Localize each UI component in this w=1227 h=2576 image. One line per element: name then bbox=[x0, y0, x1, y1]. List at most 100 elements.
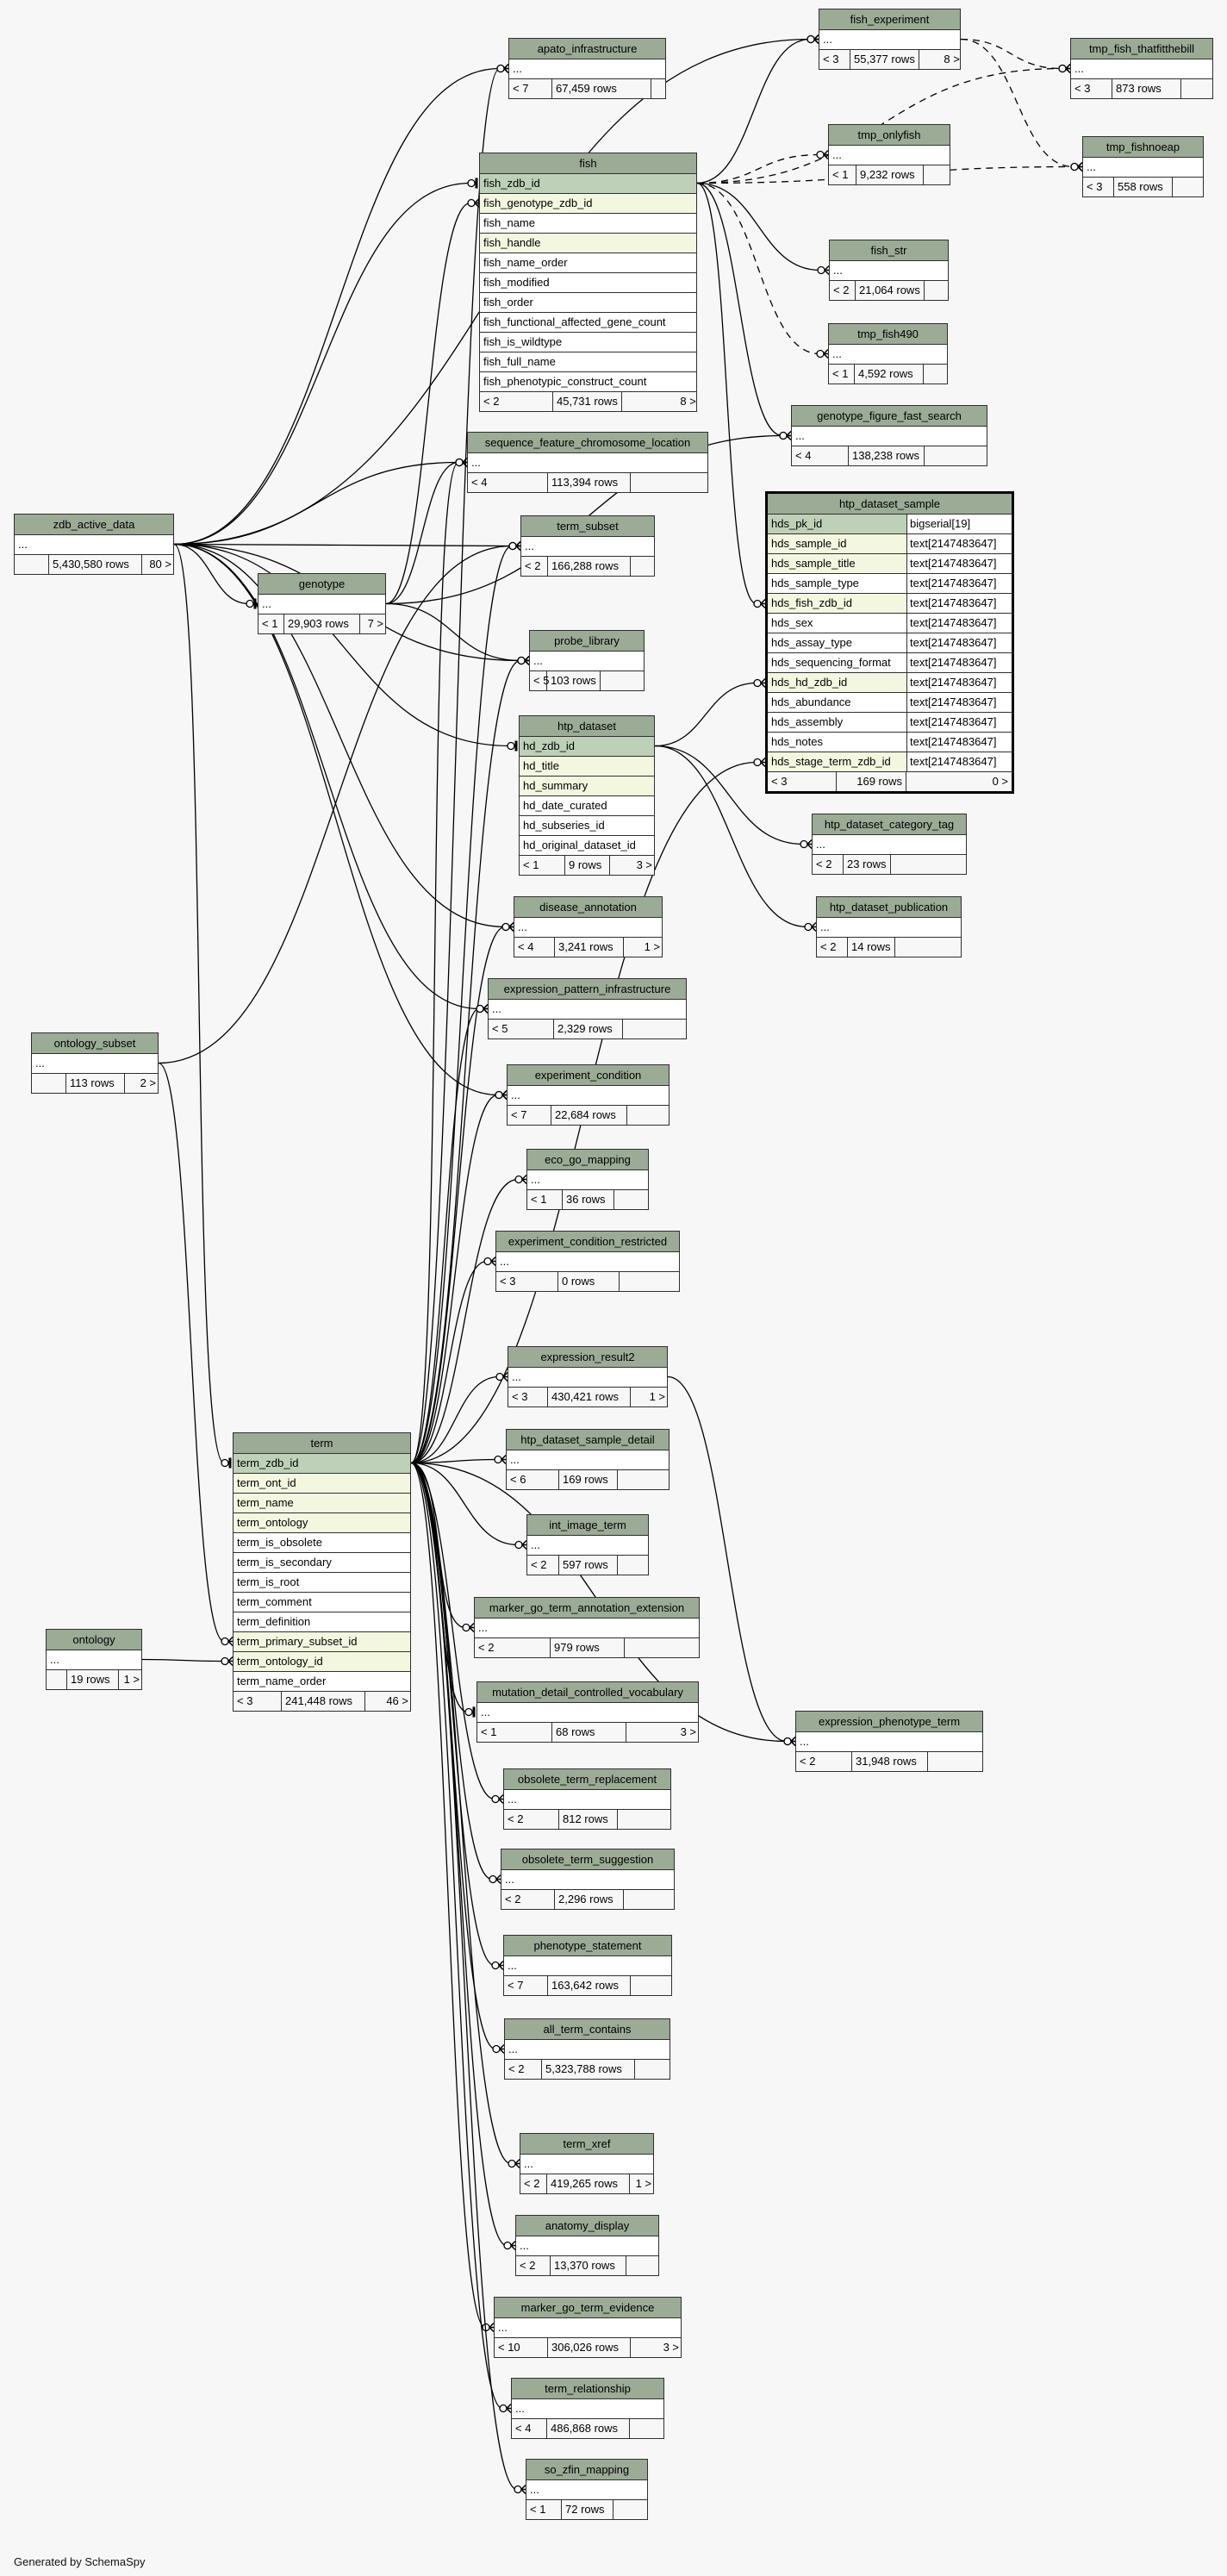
collapsed-columns[interactable]: ... bbox=[520, 2155, 653, 2174]
child-count[interactable] bbox=[925, 281, 950, 300]
child-count[interactable] bbox=[626, 2256, 660, 2275]
collapsed-columns[interactable]: ... bbox=[819, 30, 960, 50]
table-name[interactable]: htp_dataset_category_tag bbox=[813, 814, 966, 835]
column-row[interactable]: hd_subseries_id bbox=[520, 816, 654, 836]
table-name[interactable]: apato_infrastructure bbox=[509, 39, 665, 59]
column-row[interactable]: fish_full_name bbox=[480, 352, 696, 372]
parent-count[interactable]: < 6 bbox=[507, 1470, 559, 1489]
parent-count[interactable]: < 2 bbox=[527, 1556, 559, 1575]
collapsed-columns[interactable]: ... bbox=[512, 2399, 663, 2419]
table-name[interactable]: experiment_condition_restricted bbox=[496, 1232, 679, 1252]
column-row[interactable]: fish_zdb_id bbox=[480, 174, 696, 194]
child-count[interactable] bbox=[891, 855, 984, 874]
parent-count[interactable]: < 1 bbox=[477, 1723, 552, 1742]
table-name[interactable]: tmp_fish490 bbox=[829, 324, 947, 345]
collapsed-columns[interactable]: ... bbox=[526, 2480, 647, 2500]
collapsed-columns[interactable]: ... bbox=[817, 918, 961, 938]
table-name[interactable]: int_image_term bbox=[527, 1515, 648, 1536]
table-name[interactable]: ontology bbox=[47, 1630, 141, 1650]
table-name[interactable]: genotype_figure_fast_search bbox=[792, 406, 987, 427]
parent-count[interactable] bbox=[47, 1670, 67, 1689]
table-name[interactable]: probe_library bbox=[530, 631, 644, 652]
child-count[interactable] bbox=[651, 79, 676, 98]
column-row[interactable]: term_name bbox=[234, 1494, 410, 1513]
child-count[interactable] bbox=[895, 938, 979, 957]
table-name[interactable]: htp_dataset_sample_detail bbox=[507, 1430, 669, 1450]
column-row[interactable]: fish_name bbox=[480, 214, 696, 234]
child-count[interactable]: 3 > bbox=[680, 1725, 696, 1738]
child-count[interactable]: 1 > bbox=[644, 940, 660, 953]
parent-count[interactable]: < 3 bbox=[234, 1692, 282, 1711]
parent-count[interactable]: < 1 bbox=[829, 165, 856, 184]
table-sequence-feature-chromosome-location[interactable]: sequence_feature_chromosome_location...<… bbox=[467, 432, 708, 493]
column-row[interactable]: fish_genotype_zdb_id bbox=[480, 194, 696, 214]
parent-count[interactable]: < 1 bbox=[526, 2500, 562, 2519]
collapsed-columns[interactable]: ... bbox=[829, 345, 947, 365]
child-count[interactable] bbox=[928, 1752, 984, 1771]
table-name[interactable]: term_relationship bbox=[512, 2379, 663, 2399]
child-count[interactable] bbox=[601, 671, 664, 690]
collapsed-columns[interactable]: ... bbox=[501, 1870, 674, 1890]
collapsed-columns[interactable]: ... bbox=[521, 537, 654, 557]
table-name[interactable]: sequence_feature_chromosome_location bbox=[468, 433, 707, 453]
parent-count[interactable]: < 1 bbox=[520, 856, 565, 875]
table-name[interactable]: marker_go_term_evidence bbox=[495, 2298, 681, 2318]
collapsed-columns[interactable]: ... bbox=[15, 535, 173, 555]
parent-count[interactable]: < 2 bbox=[504, 1810, 559, 1829]
parent-count[interactable]: < 4 bbox=[514, 938, 555, 957]
child-count[interactable] bbox=[614, 1190, 650, 1209]
parent-count[interactable]: < 2 bbox=[480, 392, 553, 411]
column-row[interactable]: hd_title bbox=[520, 757, 654, 777]
column-row[interactable]: term_comment bbox=[234, 1593, 410, 1612]
column-row[interactable]: term_zdb_id bbox=[234, 1454, 410, 1474]
child-count[interactable] bbox=[631, 473, 709, 492]
parent-count[interactable] bbox=[32, 1074, 66, 1093]
column-row[interactable]: hd_summary bbox=[520, 777, 654, 796]
child-count[interactable]: 2 > bbox=[140, 1076, 156, 1089]
child-count[interactable] bbox=[924, 165, 951, 184]
table-name[interactable]: zdb_active_data bbox=[15, 515, 173, 535]
collapsed-columns[interactable]: ... bbox=[475, 1619, 699, 1638]
child-count[interactable] bbox=[618, 1810, 672, 1829]
table-name[interactable]: fish_experiment bbox=[819, 9, 960, 30]
child-count[interactable]: 3 > bbox=[636, 858, 652, 871]
parent-count[interactable]: < 2 bbox=[516, 2256, 551, 2275]
column-row[interactable]: term_definition bbox=[234, 1612, 410, 1632]
column-row[interactable]: fish_handle bbox=[480, 234, 696, 253]
table-mutation-detail-controlled-vocabulary[interactable]: mutation_detail_controlled_vocabulary...… bbox=[476, 1681, 699, 1743]
column-row[interactable]: term_is_secondary bbox=[234, 1553, 410, 1573]
column-row[interactable]: term_is_root bbox=[234, 1573, 410, 1593]
collapsed-columns[interactable]: ... bbox=[829, 146, 950, 165]
table-name[interactable]: expression_phenotype_term bbox=[796, 1712, 982, 1732]
parent-count[interactable]: < 2 bbox=[817, 938, 848, 957]
child-count[interactable] bbox=[620, 1272, 681, 1291]
child-count[interactable] bbox=[1181, 79, 1214, 98]
child-count[interactable] bbox=[618, 1556, 650, 1575]
collapsed-columns[interactable]: ... bbox=[792, 427, 987, 446]
child-count[interactable] bbox=[625, 1638, 701, 1657]
table-name[interactable]: marker_go_term_annotation_extension bbox=[475, 1598, 699, 1619]
parent-count[interactable]: < 7 bbox=[504, 1976, 548, 1995]
collapsed-columns[interactable]: ... bbox=[527, 1536, 648, 1556]
parent-count[interactable]: < 2 bbox=[520, 2174, 547, 2193]
table-name[interactable]: term_xref bbox=[520, 2134, 653, 2155]
collapsed-columns[interactable]: ... bbox=[495, 2318, 681, 2338]
collapsed-columns[interactable]: ... bbox=[507, 1450, 669, 1470]
collapsed-columns[interactable]: ... bbox=[508, 1086, 669, 1106]
child-count[interactable]: 1 > bbox=[649, 1390, 665, 1403]
